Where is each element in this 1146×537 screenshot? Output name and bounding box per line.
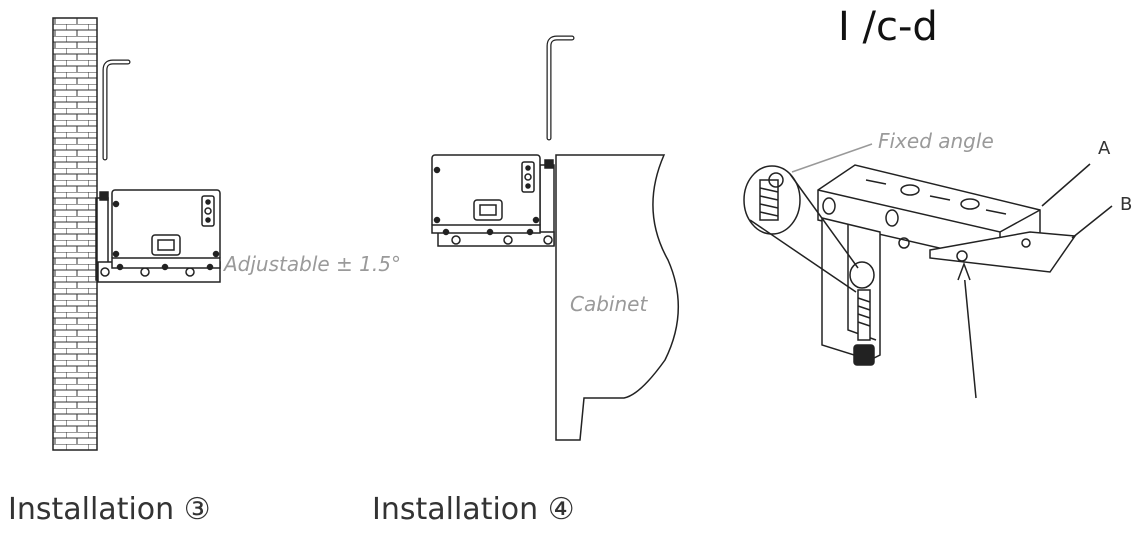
bracket-b [929, 231, 1077, 273]
power-inlet-icon [473, 199, 503, 221]
caption-installation-4: Installation ④ [372, 492, 575, 527]
adjustable-note: Adjustable ± 1.5° [224, 252, 401, 276]
panel-cabinet [431, 35, 680, 441]
hex-key-icon [102, 59, 131, 161]
panel-wall [52, 17, 221, 451]
screw-icon [857, 289, 871, 341]
power-inlet-icon [151, 234, 181, 256]
power-box-wall [111, 189, 221, 271]
brick-wall [52, 17, 98, 451]
panel-detail [743, 143, 1113, 399]
power-box-cabinet [431, 154, 541, 236]
fixed-angle-note: Fixed angle [878, 129, 994, 153]
caption-installation-3: Installation ③ [8, 492, 211, 527]
cabinet-label: Cabinet [570, 292, 648, 316]
label-a: A [1098, 138, 1111, 159]
label-b: B [1120, 194, 1133, 215]
cabinet-outline [555, 154, 680, 441]
arrow-icon [957, 261, 971, 281]
hex-key-icon [546, 35, 575, 141]
page-title: I /c-d [838, 4, 938, 50]
